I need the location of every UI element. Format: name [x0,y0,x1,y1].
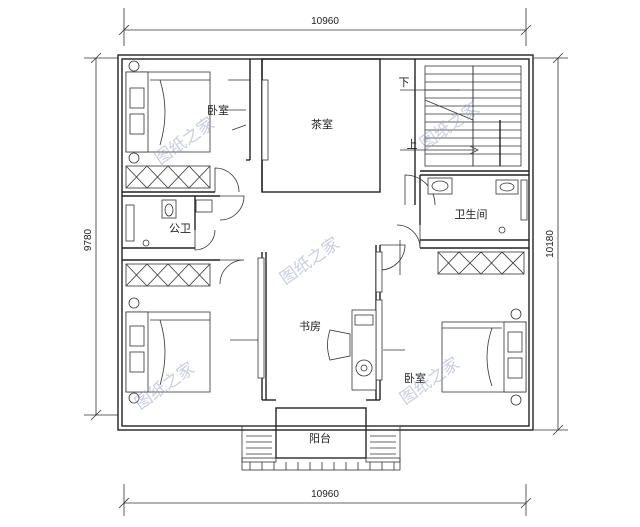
bed-lower-left [125,297,211,404]
dimension-right-label: 10180 [545,230,556,258]
dimension-bottom-label: 10960 [311,489,339,500]
study-desk [327,309,377,391]
stair-label-down: 下 [399,76,410,89]
balcony [241,407,401,471]
bathroom-fixtures [427,177,528,234]
room-label-public-bath: 公卫 [169,222,191,235]
sliding-doors [222,79,405,381]
dimension-top-label: 10960 [311,16,339,27]
bed-top-left [125,60,211,164]
room-label-bedroom-bottom: 卧室 [404,371,426,385]
room-label-bathroom: 卫生间 [455,207,488,221]
dimension-right: 10180 [534,52,568,436]
public-bath-fixtures [125,199,213,247]
wardrobe-lower-left [125,263,211,287]
doors [194,167,436,285]
bed-lower-right [441,308,527,406]
wardrobe-lower-right [437,251,525,275]
room-label-study: 书房 [299,320,321,333]
dimension-left-label: 9780 [83,228,94,251]
room-label-tea-room: 茶室 [311,117,333,131]
watermark-3: 图纸之家 [276,234,343,289]
dimension-bottom: 10960 [118,484,532,516]
dimension-top: 10960 [118,8,532,46]
dimension-left: 9780 [83,52,118,421]
wardrobe-top-left [125,165,211,189]
room-label-bedroom-top: 卧室 [207,103,229,117]
room-label-balcony: 阳台 [309,431,331,445]
staircase [400,65,522,167]
stair-label-up: 上 [407,138,418,151]
